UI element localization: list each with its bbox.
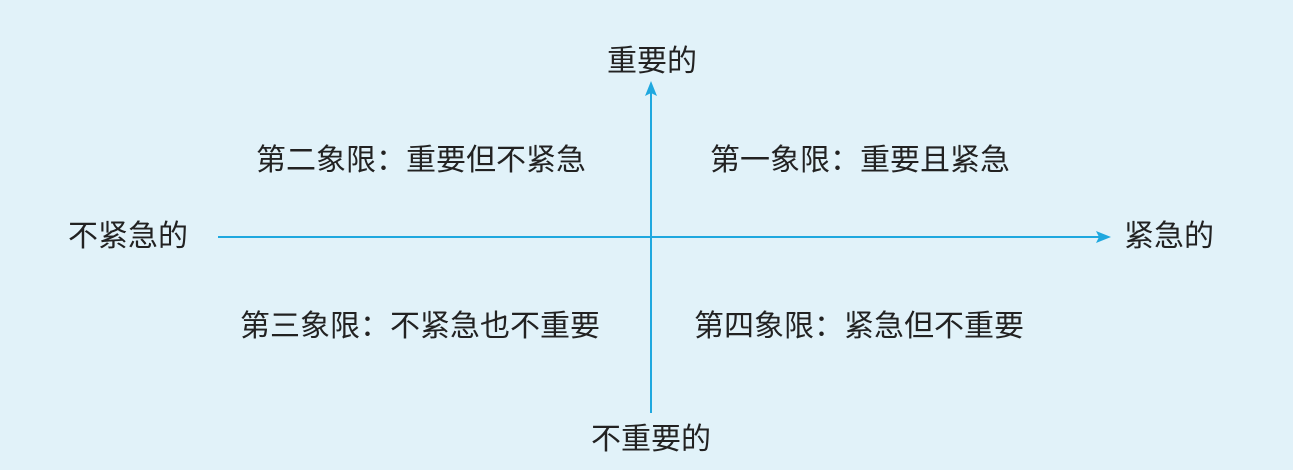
quadrant-2-label: 第二象限：重要但不紧急: [256, 143, 586, 178]
axis-label-important: 重要的: [607, 44, 697, 79]
axis-label-not-urgent: 不紧急的: [68, 219, 188, 254]
axis-label-not-important: 不重要的: [591, 422, 711, 457]
vertical-axis-arrowhead: [645, 81, 657, 96]
axis-label-urgent: 紧急的: [1124, 219, 1214, 254]
horizontal-axis-arrowhead: [1096, 231, 1111, 243]
quadrant-3-label: 第三象限：不紧急也不重要: [240, 309, 600, 344]
quadrant-4-label: 第四象限：紧急但不重要: [694, 309, 1024, 344]
quadrant-1-label: 第一象限：重要且紧急: [710, 143, 1010, 178]
